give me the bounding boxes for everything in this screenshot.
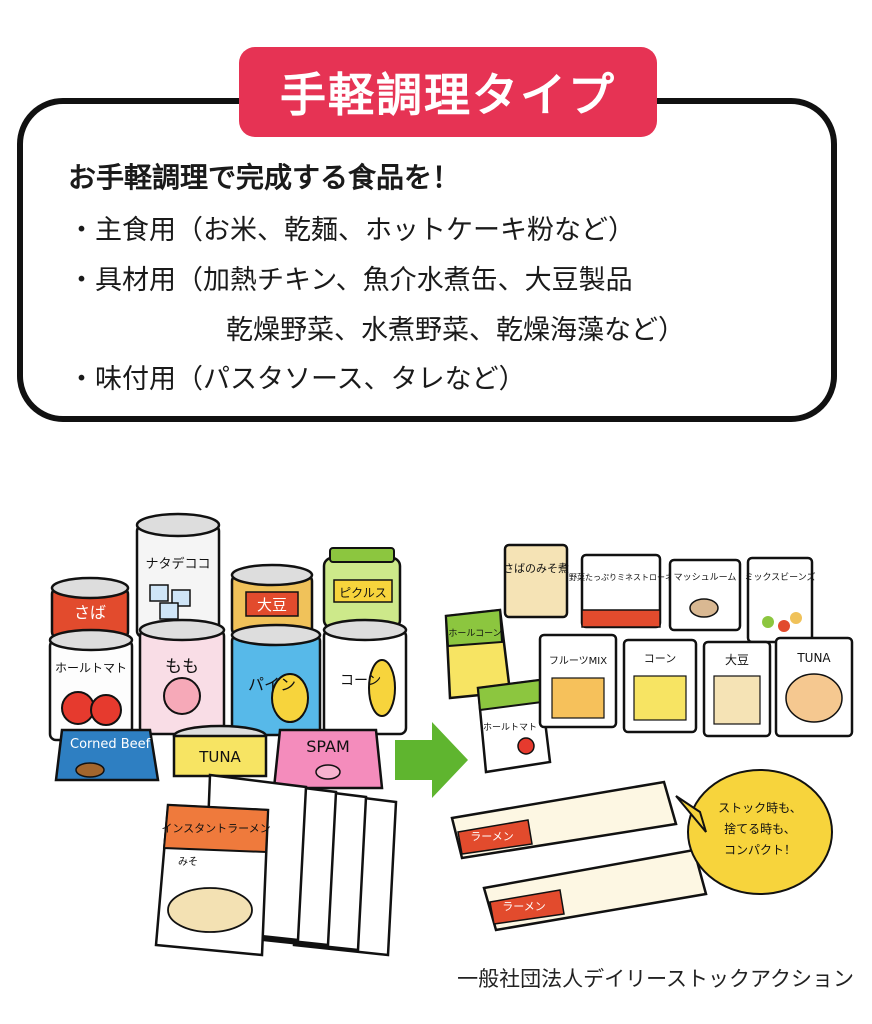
jar-pickles-label: ピクルス <box>339 586 387 600</box>
pouch-mushroom-label: マッシュルーム <box>674 572 737 583</box>
can-corned-beef-label: Corned Beef <box>70 737 151 752</box>
bubble-line-2: 捨てる時も、 <box>724 821 796 836</box>
bullet-seasoning: ・味付用（パスタソース、タレなど） <box>68 364 526 395</box>
can-spam: SPAM <box>272 728 384 790</box>
bullet-ingredients-cont: 乾燥野菜、水煮野菜、乾燥海藻など） <box>226 315 685 346</box>
speech-bubble: ストック時も、 捨てる時も、 コンパクト！ <box>675 769 833 895</box>
bubble-line-3: コンパクト！ <box>724 843 796 857</box>
pouch-mushroom: マッシュルーム <box>668 558 742 632</box>
can-momo-label: もも <box>165 657 199 677</box>
can-whole-tomato: ホールトマト <box>48 628 134 742</box>
can-nata-label: ナタデココ <box>145 556 210 572</box>
pouch-fruits-mix: フルーツMIX <box>538 633 618 729</box>
can-daizu: 大豆 <box>230 563 314 637</box>
can-saba-label: さば <box>74 603 106 622</box>
bubble-line-1: ストック時も、 <box>718 801 802 815</box>
can-saba: さば <box>50 576 130 640</box>
pouch-saba-miso: さばのみそ煮 <box>503 543 569 619</box>
instant-ramen-stack: インスタントラーメン みそ <box>154 773 398 957</box>
ramen-pack-2-label: ラーメン <box>502 900 546 913</box>
dry-ramen-pack-1: ラーメン <box>450 780 678 860</box>
credit: 一般社団法人デイリーストックアクション <box>457 967 854 991</box>
bullet-ingredients: ・具材用（加熱チキン、魚介水煮缶、大豆製品 <box>68 265 633 296</box>
pouch-daizu: 大豆 <box>702 640 772 738</box>
dry-ramen-pack-2: ラーメン <box>482 848 708 932</box>
can-corn: コーン <box>322 618 408 736</box>
pouch-corn: コーン <box>622 638 698 734</box>
pouch-saba-label: さばのみそ煮 <box>503 562 569 575</box>
pouch-minestrone-label: 野菜たっぷりミネストローネ <box>569 572 673 582</box>
can-pine: パイン <box>230 623 322 737</box>
can-daizu-label: 大豆 <box>257 596 287 614</box>
can-tuna: TUNA <box>172 724 268 778</box>
carton-whole-corn: ホールコーン <box>444 608 512 700</box>
can-nata-de-coco: ナタデココ <box>135 512 221 639</box>
jar-pickles: ピクルス <box>322 547 402 630</box>
food-illustration: さば ナタデココ 大豆 ピクルス ホールトマト もも <box>48 512 854 957</box>
can-corned-beef: Corned Beef <box>54 728 160 782</box>
green-arrow <box>395 722 468 798</box>
pouch-tuna-label: TUNA <box>796 651 831 665</box>
pouch-mixed-beans: ミックスビーンズ <box>744 556 816 644</box>
pouch-beans-label: ミックスビーンズ <box>744 571 815 583</box>
can-pine-label: パイン <box>248 675 296 694</box>
carton-tomato-label: ホールトマト <box>483 722 537 733</box>
pouch-fruits-label: フルーツMIX <box>549 656 607 667</box>
pouch-tuna: TUNA <box>774 636 854 738</box>
can-corn-label: コーン <box>340 673 381 689</box>
carton-whole-tomato: ホールトマト <box>476 678 552 774</box>
can-spam-label: SPAM <box>306 737 350 756</box>
can-momo: もも <box>138 618 226 736</box>
pouch-corn-label: コーン <box>644 652 676 665</box>
carton-corn-label: ホールコーン <box>448 628 501 639</box>
pouch-minestrone: 野菜たっぷりミネストローネ <box>569 553 673 629</box>
can-tomato-label: ホールトマト <box>55 661 127 675</box>
ramen-pack-label: インスタントラーメン <box>161 822 270 835</box>
ramen-miso-label: みそ <box>178 856 198 868</box>
title-badge: 手軽調理タイプ <box>239 47 657 137</box>
can-tuna-label: TUNA <box>198 748 241 766</box>
headline: お手軽調理で完成する食品を！ <box>68 161 461 194</box>
ramen-pack-1-label: ラーメン <box>470 830 514 843</box>
pouch-daizu-label: 大豆 <box>725 653 749 667</box>
bullet-staple: ・主食用（お米、乾麺、ホットケーキ粉など） <box>68 215 635 246</box>
